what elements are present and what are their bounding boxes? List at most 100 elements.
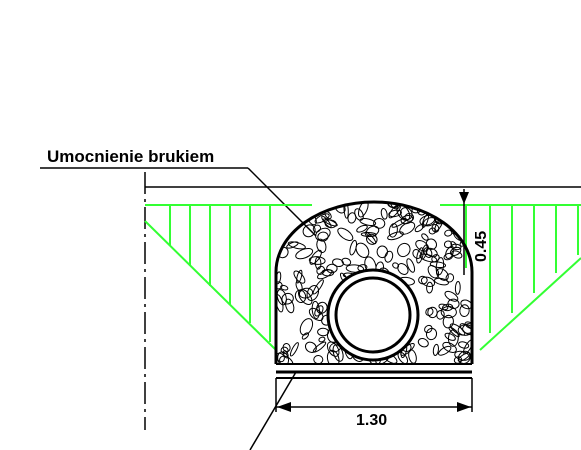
stone (280, 284, 289, 291)
label-leader-line (247, 167, 317, 237)
stone (449, 323, 466, 336)
stone (435, 257, 445, 276)
stone (431, 223, 440, 233)
stone (318, 336, 326, 343)
stone (457, 352, 471, 362)
stone (458, 341, 470, 349)
stone (299, 318, 314, 336)
stone (276, 207, 285, 227)
stone (309, 249, 322, 265)
stone (317, 231, 329, 242)
stone (429, 261, 447, 269)
stone (423, 247, 433, 258)
stone (427, 264, 440, 279)
stone (356, 224, 368, 233)
stone (438, 345, 452, 356)
stone (396, 204, 411, 221)
stone (279, 355, 294, 364)
stone (447, 298, 460, 310)
stone (384, 250, 394, 263)
stone (450, 243, 462, 251)
stone (444, 229, 453, 237)
stone (282, 350, 289, 359)
stone (442, 314, 454, 329)
stone (459, 304, 470, 317)
stone (456, 213, 469, 227)
stone (317, 327, 330, 337)
stone (311, 300, 320, 319)
stone (424, 324, 433, 334)
stone (326, 341, 340, 357)
stone (442, 341, 457, 353)
stone (280, 346, 289, 354)
stone (431, 254, 440, 263)
dim-depth-arrow (459, 192, 469, 204)
stone (397, 242, 411, 258)
stone (308, 307, 324, 321)
stone (337, 227, 354, 241)
stone (314, 213, 330, 224)
dim-width-arrow-right (457, 402, 471, 412)
stone (322, 218, 338, 227)
stone (289, 342, 299, 357)
stone (302, 202, 311, 210)
stone (357, 202, 369, 218)
stone (419, 253, 438, 263)
bottom-leader-line (249, 371, 297, 450)
stone (316, 301, 328, 314)
stone (360, 231, 377, 238)
stone (444, 290, 459, 302)
stone (420, 244, 428, 260)
stone (453, 209, 464, 223)
stone (307, 202, 316, 209)
stone (426, 281, 434, 294)
stone (425, 327, 438, 341)
stone (376, 245, 389, 259)
soil-hatch-left (144, 204, 312, 351)
stone (445, 246, 454, 259)
stone (417, 338, 429, 348)
stone (285, 298, 295, 314)
stone (399, 221, 416, 235)
soil-hatch-right (440, 204, 581, 351)
stone (326, 349, 340, 364)
dim-width-arrow-left (277, 402, 291, 412)
stone (366, 233, 378, 245)
stone (317, 269, 333, 280)
stone (434, 277, 449, 286)
stone (314, 256, 322, 270)
stone (451, 250, 463, 259)
dim-width-text: 1.30 (356, 412, 387, 429)
stone (436, 268, 449, 281)
stone (316, 238, 327, 253)
stone (297, 288, 313, 306)
stone (445, 273, 455, 283)
stone (287, 241, 306, 250)
stone (355, 242, 370, 258)
stone (425, 307, 434, 317)
stone (415, 239, 429, 252)
stone (312, 224, 322, 233)
stone (276, 289, 287, 306)
stone (387, 202, 401, 208)
stone (285, 208, 297, 220)
stone (387, 231, 404, 241)
stone (296, 269, 303, 284)
stone (416, 247, 424, 264)
stone (312, 279, 324, 295)
stone (302, 224, 316, 238)
stone (448, 326, 460, 338)
stone (324, 219, 337, 229)
pipe-inner (334, 276, 412, 354)
stone (428, 227, 437, 235)
stone (316, 265, 326, 275)
stone (391, 218, 407, 228)
stone (308, 256, 326, 265)
stone (298, 287, 314, 299)
stone (332, 258, 344, 268)
stone (276, 224, 287, 234)
stone (380, 207, 388, 220)
stone (406, 258, 416, 273)
stone (373, 217, 386, 229)
